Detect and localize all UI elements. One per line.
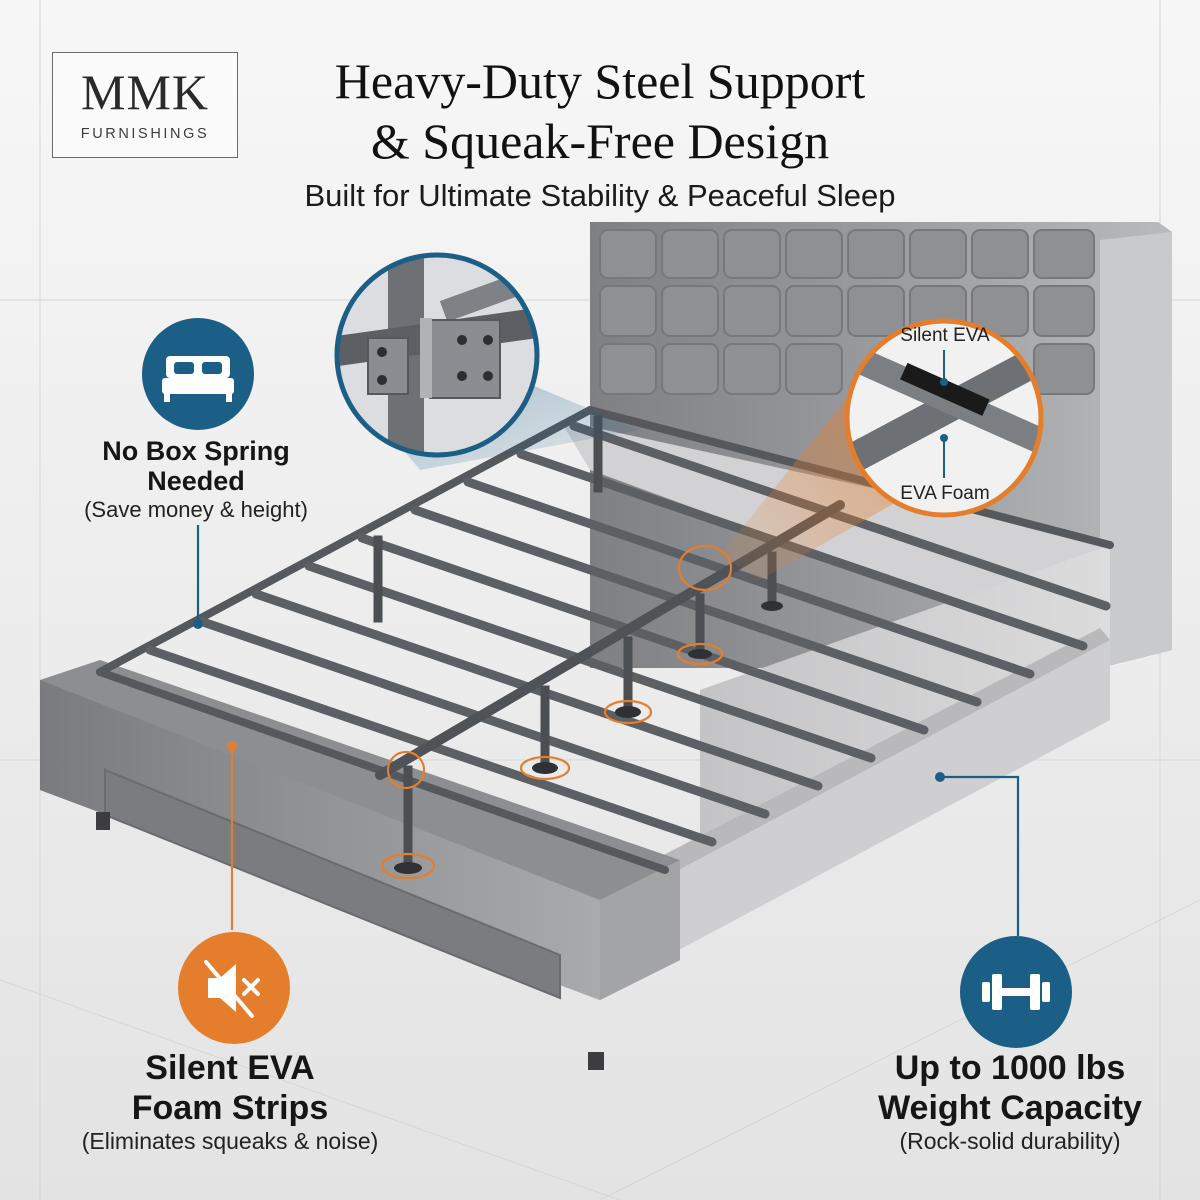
no-box-spring-note: (Save money & height) xyxy=(84,497,308,522)
weight-capacity-title-line-2: Weight Capacity xyxy=(878,1089,1142,1127)
silent-strips-title-line-2: Foam Strips xyxy=(131,1089,329,1127)
eva-foam-label: EVA Foam xyxy=(900,483,990,504)
no-box-spring-title-line-1: No Box Spring xyxy=(102,436,290,466)
headline-line-1: Heavy-Duty Steel Support xyxy=(334,53,866,109)
bed-icon xyxy=(142,318,254,430)
callout-connectors xyxy=(193,525,1020,936)
silent-strips-title: Silent EVA Foam Strips xyxy=(80,1048,380,1128)
headline-subtitle: Built for Ultimate Stability & Peaceful … xyxy=(304,178,896,213)
brand-subtitle: FURNISHINGS xyxy=(80,126,210,142)
weight-capacity-note: (Rock-solid durability) xyxy=(899,1128,1121,1154)
silent-eva-label: Silent EVA xyxy=(900,325,990,346)
bracket-zoom-inset xyxy=(334,252,540,458)
silent-strips-title-line-1: Silent EVA xyxy=(145,1049,315,1087)
weight-capacity-title-line-1: Up to 1000 lbs xyxy=(894,1049,1126,1087)
no-box-spring-title-line-2: Needed xyxy=(147,466,245,496)
dumbbell-icon xyxy=(960,936,1072,1048)
headline-line-2: & Squeak-Free Design xyxy=(370,113,830,169)
brand-name: MMK xyxy=(80,64,210,120)
mute-speaker-icon xyxy=(178,932,290,1044)
eva-strip-zoom-inset xyxy=(844,318,1044,518)
silent-strips-note: (Eliminates squeaks & noise) xyxy=(81,1128,379,1154)
weight-capacity-title: Up to 1000 lbs Weight Capacity xyxy=(840,1048,1180,1128)
brand-logo: MMK FURNISHINGS xyxy=(52,52,238,158)
no-box-spring-title: No Box Spring Needed xyxy=(76,436,316,496)
